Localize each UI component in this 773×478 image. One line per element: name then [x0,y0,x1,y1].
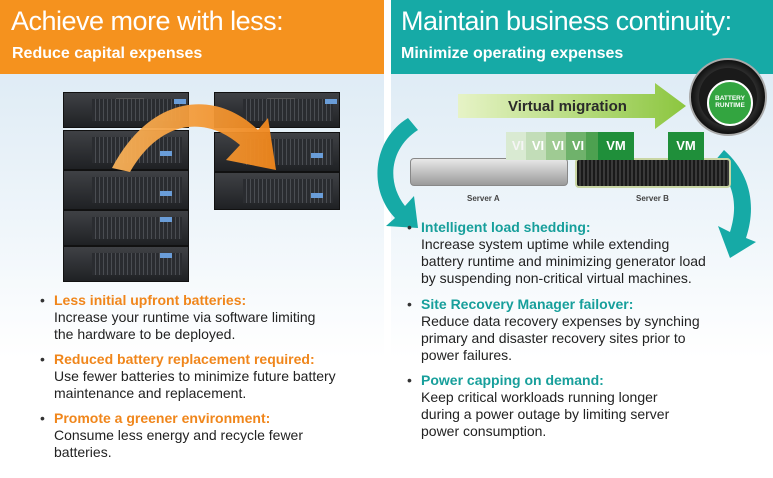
left-bullet-3: Promote a greener environment: Consume l… [40,410,303,461]
vm-moving: VM [598,132,634,160]
left-subtitle: Reduce capital expenses [12,45,203,62]
left-panel: Achieve more with less: Reduce capital e… [0,0,384,478]
left-bullet-1: Less initial upfront batteries: Increase… [40,292,315,343]
left-title: Achieve more with less: [11,6,284,36]
ups-unit [63,210,189,246]
reduce-arrow-icon [112,104,276,172]
ups-unit [63,246,189,282]
right-title: Maintain business continuity: [401,6,732,36]
left-bullet-2: Reduced battery replacement required: Us… [40,351,336,402]
vm-fade-5 [586,132,600,160]
left-header: Achieve more with less: Reduce capital e… [0,0,384,74]
ups-unit [214,172,340,210]
server-a [410,158,568,186]
migration-label: Virtual migration [508,98,627,115]
right-bullet-1: Intelligent load shedding: Increase syst… [407,219,706,287]
server-b [575,158,731,188]
right-subtitle: Minimize operating expenses [401,45,624,62]
ups-unit [63,170,189,210]
right-bullet-2: Site Recovery Manager failover: Reduce d… [407,296,700,364]
server-b-label: Server B [636,194,669,203]
vm-server-b: VM [668,132,704,160]
right-bullet-3: Power capping on demand: Keep critical w… [407,372,669,440]
server-a-label: Server A [467,194,500,203]
battery-runtime-gauge-icon: BATTERY RUNTIME [689,58,767,136]
ups-unit [214,92,340,128]
